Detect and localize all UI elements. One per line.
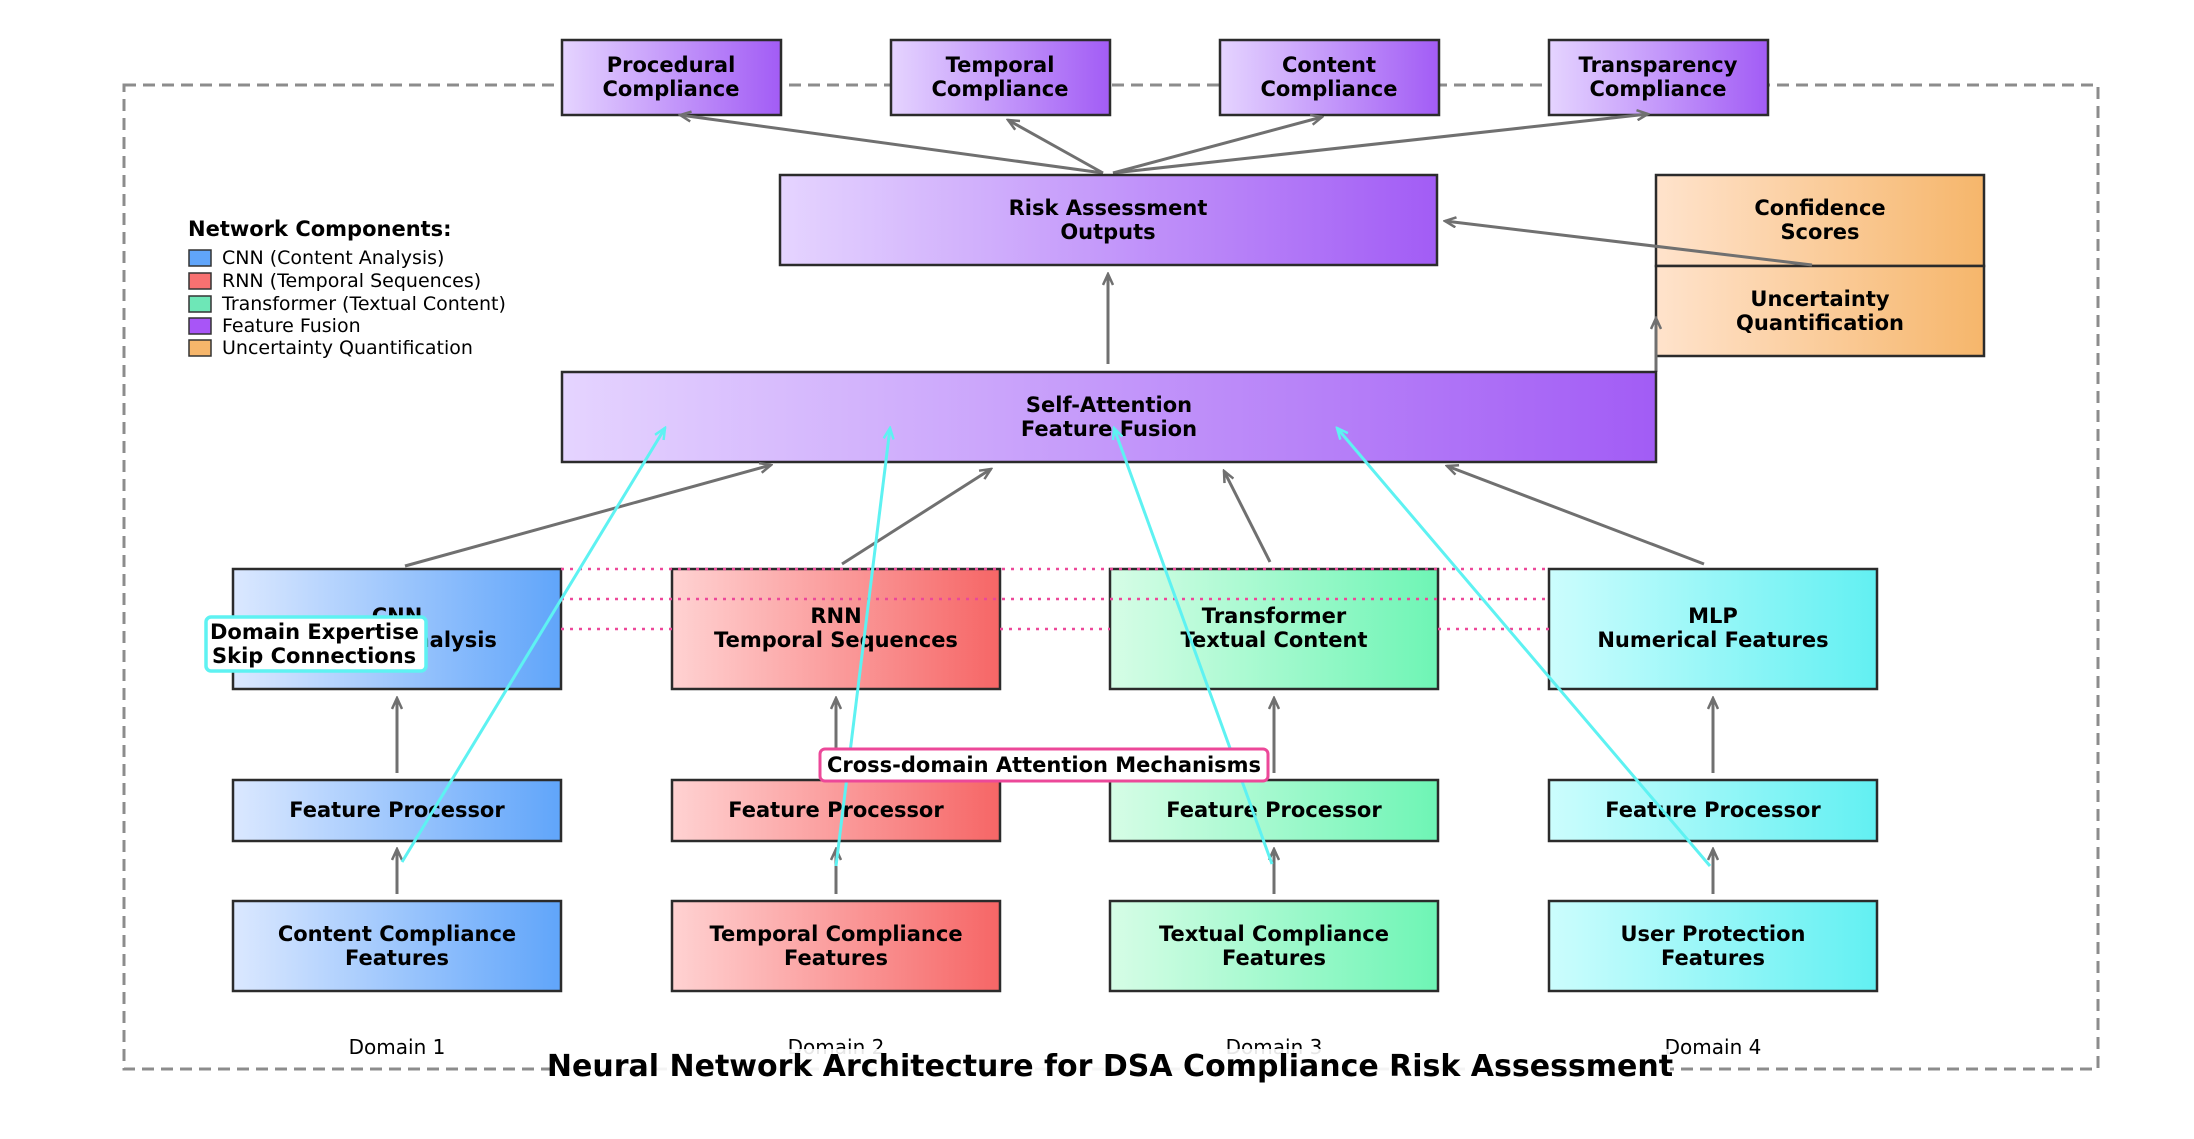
mlp-network: MLP Numerical Features bbox=[1547, 567, 1879, 691]
network-label: Temporal Sequences bbox=[714, 628, 958, 652]
skip-connection-arrows bbox=[400, 428, 1712, 867]
diagram-title: Neural Network Architecture for DSA Comp… bbox=[547, 1049, 1673, 1084]
compliance-output-label: Temporal bbox=[946, 53, 1055, 77]
input-label: Textual Compliance bbox=[1159, 922, 1389, 946]
risk-outputs-label: Outputs bbox=[1060, 220, 1155, 244]
confidence-label: Scores bbox=[1780, 220, 1859, 244]
feature-processor-1: Feature Processor bbox=[231, 778, 563, 843]
network-label: Transformer bbox=[1202, 604, 1347, 628]
compliance-output-transparency: Transparency Compliance bbox=[1547, 38, 1770, 117]
rnn-network: RNN Temporal Sequences bbox=[670, 567, 1002, 691]
risk-outputs-label: Risk Assessment bbox=[1009, 196, 1208, 220]
processor-to-network-arrows bbox=[397, 698, 1713, 773]
compliance-output-content: Content Compliance bbox=[1218, 38, 1441, 117]
legend-label: Uncertainty Quantification bbox=[222, 337, 473, 359]
confidence-scores: Confidence Scores bbox=[1654, 173, 1986, 268]
confidence-label: Confidence bbox=[1754, 196, 1885, 220]
network-label: Numerical Features bbox=[1597, 628, 1828, 652]
fusion-label: Self-Attention bbox=[1026, 393, 1192, 417]
cross-domain-annotation-label: Cross-domain Attention Mechanisms bbox=[827, 753, 1261, 777]
feature-processor-2: Feature Processor bbox=[670, 778, 1002, 843]
skip-annotation-label: Domain Expertise bbox=[210, 620, 419, 644]
cross-domain-annotation: Cross-domain Attention Mechanisms bbox=[818, 747, 1270, 783]
input-user-protection: User Protection Features bbox=[1547, 899, 1879, 993]
input-label: Features bbox=[1661, 946, 1765, 970]
input-label: Features bbox=[345, 946, 449, 970]
domain-label: Domain 1 bbox=[349, 1035, 446, 1059]
uncertainty-label: Quantification bbox=[1736, 311, 1904, 335]
processor-label: Feature Processor bbox=[1166, 798, 1382, 822]
network-label: MLP bbox=[1688, 604, 1738, 628]
compliance-output-label: Procedural bbox=[607, 53, 736, 77]
network-label: Textual Content bbox=[1180, 628, 1367, 652]
processor-label: Feature Processor bbox=[289, 798, 505, 822]
legend: Network Components: CNN (Content Analysi… bbox=[188, 217, 506, 359]
network-label: RNN bbox=[810, 604, 861, 628]
risk-to-compliance-arrows bbox=[680, 114, 1648, 175]
compliance-output-label: Compliance bbox=[1261, 77, 1398, 101]
fusion-label: Feature Fusion bbox=[1021, 417, 1197, 441]
legend-label: RNN (Temporal Sequences) bbox=[222, 270, 481, 292]
input-temporal-compliance: Temporal Compliance Features bbox=[670, 899, 1002, 993]
domain-label: Domain 4 bbox=[1665, 1035, 1762, 1059]
compliance-output-procedural: Procedural Compliance bbox=[560, 38, 783, 117]
input-to-processor-arrows bbox=[397, 849, 1713, 894]
output-arrows bbox=[1108, 221, 1813, 372]
legend-item-fusion: Feature Fusion bbox=[188, 315, 361, 337]
legend-label: Transformer (Textual Content) bbox=[221, 293, 506, 315]
processor-label: Feature Processor bbox=[728, 798, 944, 822]
legend-item-rnn: RNN (Temporal Sequences) bbox=[188, 270, 481, 292]
feature-processor-3: Feature Processor bbox=[1108, 778, 1440, 843]
legend-label: Feature Fusion bbox=[222, 315, 361, 337]
compliance-output-label: Compliance bbox=[932, 77, 1069, 101]
network-to-fusion-arrows bbox=[404, 465, 1705, 568]
input-label: Content Compliance bbox=[278, 922, 516, 946]
legend-item-cnn: CNN (Content Analysis) bbox=[188, 247, 444, 269]
legend-item-uncertainty: Uncertainty Quantification bbox=[188, 337, 473, 359]
uncertainty-quantification: Uncertainty Quantification bbox=[1654, 264, 1986, 358]
input-label: Features bbox=[1222, 946, 1326, 970]
input-content-compliance: Content Compliance Features bbox=[231, 899, 563, 993]
compliance-output-label: Compliance bbox=[603, 77, 740, 101]
input-label: User Protection bbox=[1621, 922, 1806, 946]
compliance-output-label: Transparency bbox=[1579, 53, 1738, 77]
input-label: Temporal Compliance bbox=[709, 922, 962, 946]
legend-title: Network Components: bbox=[188, 217, 452, 241]
processor-label: Feature Processor bbox=[1605, 798, 1821, 822]
legend-item-transformer: Transformer (Textual Content) bbox=[188, 293, 506, 315]
cross-domain-attention-lines bbox=[561, 567, 1549, 631]
self-attention-fusion: Self-Attention Feature Fusion bbox=[560, 370, 1658, 464]
input-textual-compliance: Textual Compliance Features bbox=[1108, 899, 1440, 993]
compliance-output-temporal: Temporal Compliance bbox=[889, 38, 1112, 117]
skip-connections-annotation: Domain Expertise Skip Connections bbox=[204, 615, 428, 673]
title-backdrop bbox=[550, 1049, 1670, 1083]
input-label: Features bbox=[784, 946, 888, 970]
risk-assessment-outputs: Risk Assessment Outputs bbox=[778, 173, 1439, 267]
skip-annotation-label: Skip Connections bbox=[212, 644, 416, 668]
compliance-output-label: Content bbox=[1282, 53, 1376, 77]
transformer-network: Transformer Textual Content bbox=[1108, 567, 1440, 691]
uncertainty-label: Uncertainty bbox=[1750, 287, 1889, 311]
feature-processor-4: Feature Processor bbox=[1547, 778, 1879, 843]
compliance-output-label: Compliance bbox=[1590, 77, 1727, 101]
legend-label: CNN (Content Analysis) bbox=[222, 247, 444, 269]
